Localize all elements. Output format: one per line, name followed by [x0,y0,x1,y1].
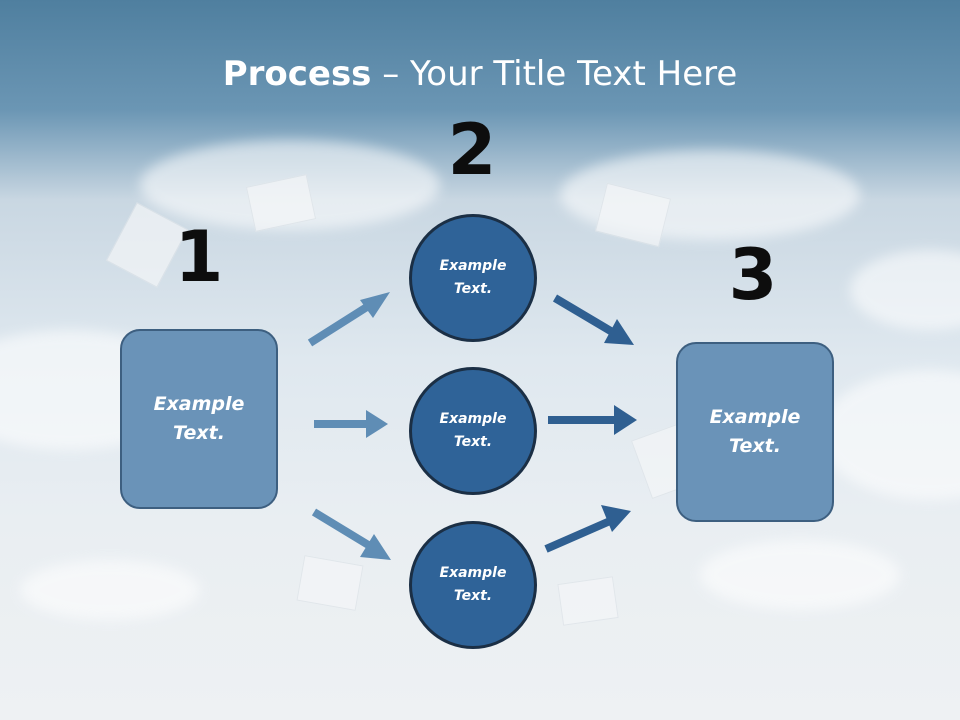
process-circle-bottom[interactable]: Example Text. [409,521,537,649]
slide-title: Process – Your Title Text Here [0,52,960,96]
step-box-3[interactable]: Example Text. [676,342,834,522]
step-box-1-label: Example Text. [153,393,245,444]
arrow-left-to-bottom [311,508,391,560]
process-circle-middle[interactable]: Example Text. [409,367,537,495]
step-box-3-label: Example Text. [709,406,801,457]
title-bold: Process [222,54,372,94]
title-rest: – Your Title Text Here [371,54,738,94]
arrow-bottom-to-right [544,505,631,553]
arrow-left-to-middle [314,410,388,438]
step-number-2: 2 [447,109,497,191]
circle-top-label: Example Text. [439,258,507,297]
arrow-middle-to-right [548,405,637,435]
step-number-3: 3 [728,234,778,316]
arrow-top-to-right [552,294,634,345]
process-circle-top[interactable]: Example Text. [409,214,537,342]
step-number-1: 1 [174,216,224,298]
circle-bottom-label: Example Text. [439,565,507,604]
circle-middle-label: Example Text. [439,411,507,450]
step-box-1[interactable]: Example Text. [120,329,278,509]
arrow-left-to-top [307,292,390,347]
